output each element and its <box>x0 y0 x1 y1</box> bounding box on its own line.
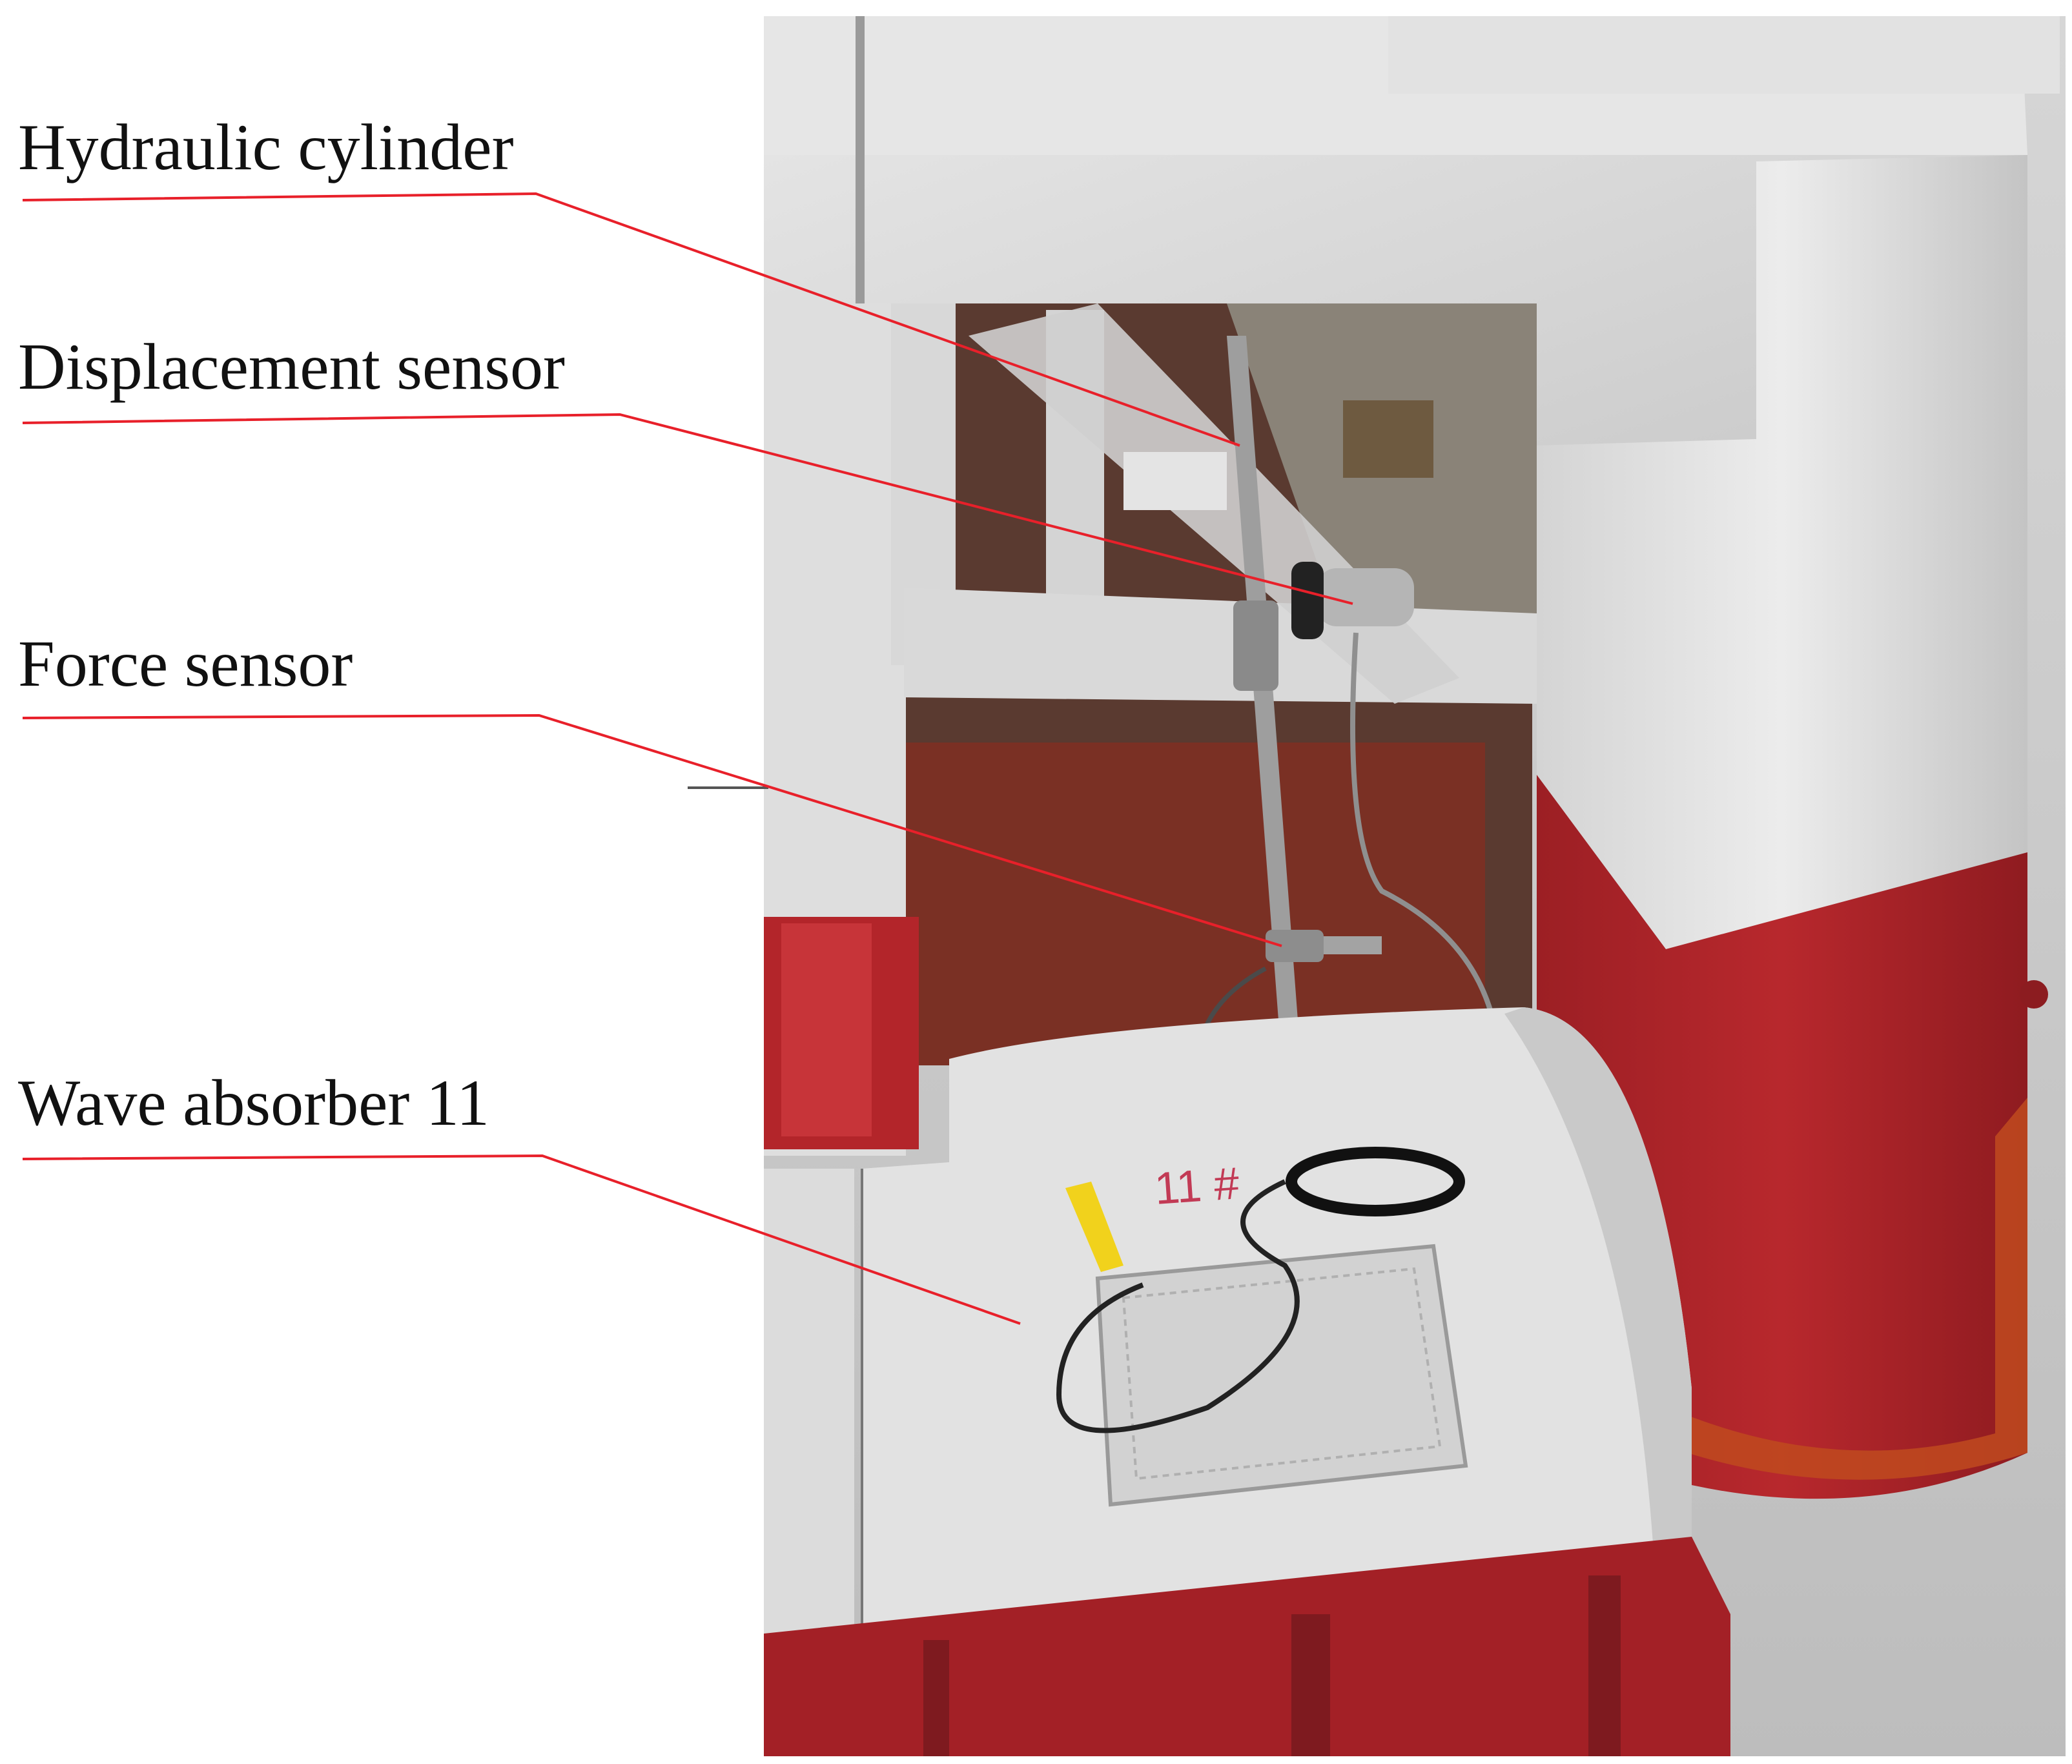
actuator-assembly <box>1195 336 1501 1142</box>
leader-lines <box>22 192 1353 1325</box>
leader-line-displacement-sensor <box>22 413 1353 605</box>
base-frame <box>764 1537 1730 1756</box>
label-force-sensor: Force sensor <box>18 628 353 701</box>
leader-line-wave-absorber <box>22 1154 1021 1325</box>
label-wave-absorber: Wave absorber 11 <box>18 1067 490 1140</box>
absorber-number-mark: 11 # <box>1153 1158 1241 1214</box>
wave-absorber-body <box>764 1007 1692 1659</box>
label-displacement-sensor: Displacement sensor <box>18 331 565 404</box>
label-hydraulic-cylinder: Hydraulic cylinder <box>18 111 514 184</box>
leader-line-force-sensor <box>22 713 1282 947</box>
upper-housing <box>764 16 2060 446</box>
leader-line-hydraulic-cylinder <box>22 192 1240 447</box>
